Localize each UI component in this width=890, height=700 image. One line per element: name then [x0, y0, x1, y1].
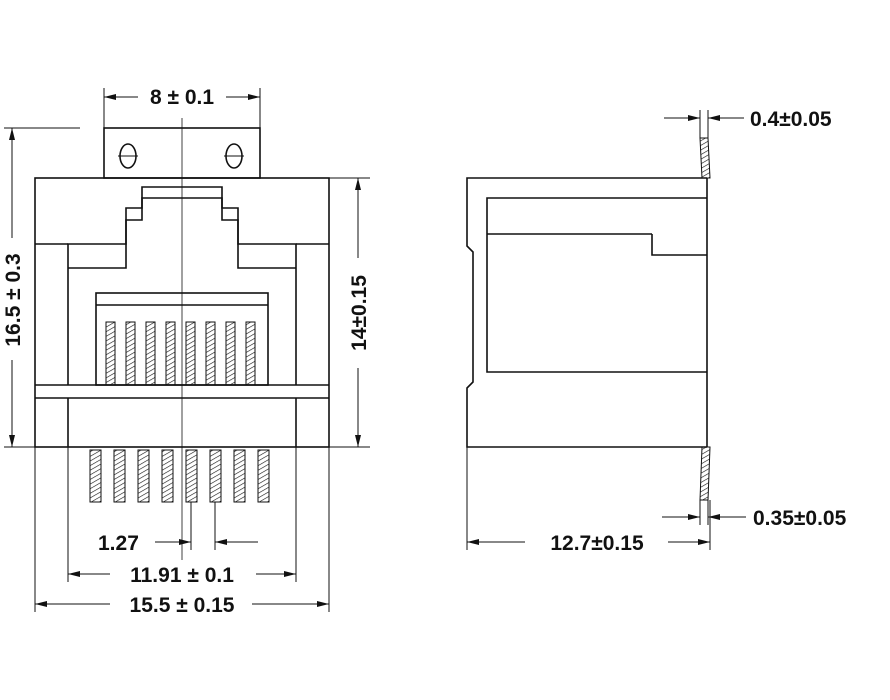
side-body	[466, 177, 707, 448]
dim-tab-thickness-label: 0.4±0.05	[750, 108, 832, 131]
side-pin	[699, 446, 711, 501]
dim-height-body-label: 14±0.15	[348, 275, 371, 351]
contact-springs	[105, 321, 256, 386]
dim-body-width-label: 15.5 ± 0.15	[130, 594, 235, 617]
dim-pin-thickness-label: 0.35±0.05	[753, 507, 847, 530]
dim-pitch-label: 1.27	[98, 532, 139, 555]
dim-depth-label: 12.7±0.15	[550, 532, 644, 555]
dim-tab-thickness: 0.4±0.05	[664, 108, 832, 138]
dim-pin-span: 11.91 ± 0.1	[67, 447, 297, 587]
dim-height-total: 16.5 ± 0.3	[2, 127, 80, 448]
pcb-pins	[89, 449, 270, 503]
dim-height-body: 14±0.15	[329, 177, 371, 448]
side-view: 0.4±0.05 0.35±0.05 12.7±0.15	[466, 108, 847, 555]
side-slot	[486, 197, 707, 373]
dim-pin-thickness: 0.35±0.05	[662, 500, 847, 530]
dim-body-width: 15.5 ± 0.15	[34, 447, 330, 617]
dim-pitch: 1.27	[98, 502, 258, 555]
dim-height-total-label: 16.5 ± 0.3	[2, 253, 25, 346]
dim-top-width-label: 8 ± 0.1	[150, 86, 214, 109]
shield-tab	[699, 137, 711, 179]
front-view: 8 ± 0.1 16.5 ± 0.3 14±0.15	[2, 86, 371, 617]
dim-depth: 12.7±0.15	[466, 447, 711, 555]
dim-pin-span-label: 11.91 ± 0.1	[130, 564, 234, 587]
dim-top-width: 8 ± 0.1	[103, 86, 261, 128]
